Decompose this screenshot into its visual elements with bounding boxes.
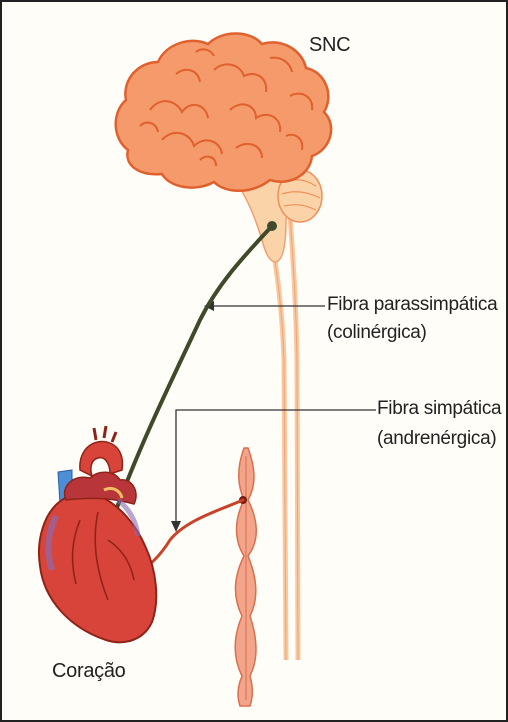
sympathetic-fiber-type-label: (andrenérgica) <box>377 428 496 450</box>
parasympathetic-fiber-type-label: (colinérgica) <box>327 322 427 344</box>
sympathetic-leader-line <box>176 410 376 525</box>
heart-label: Coração <box>52 660 126 682</box>
sympathetic-fiber-label: Fibra simpática <box>377 398 501 420</box>
sympathetic-ganglion-chain <box>235 448 256 706</box>
sympathetic-fiber <box>138 500 243 572</box>
spinal-cord <box>268 215 298 660</box>
parasympathetic-fiber-label: Fibra parassimpática <box>327 294 497 316</box>
brain <box>116 34 331 191</box>
cns-label: SNC <box>309 34 350 56</box>
heart <box>39 426 156 642</box>
